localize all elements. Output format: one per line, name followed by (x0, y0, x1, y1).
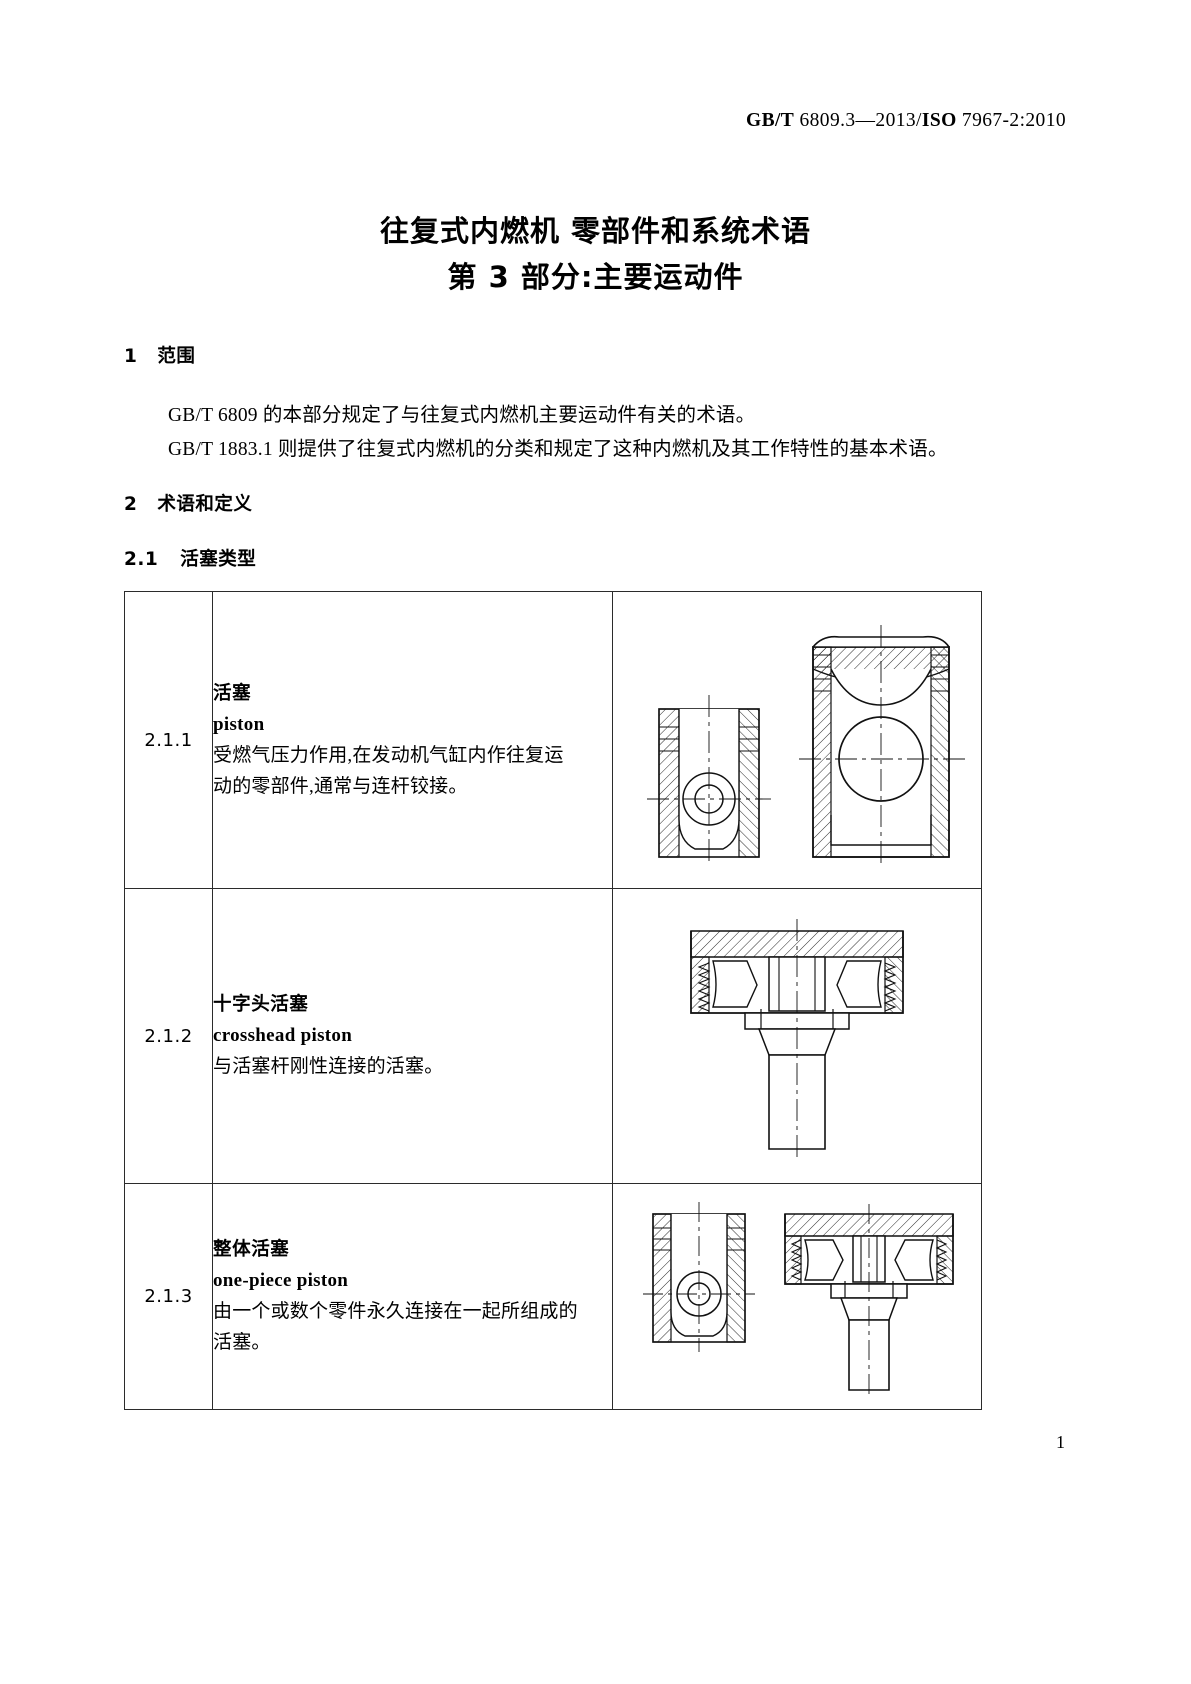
one-piece-piston-sectional-drawing-icon (613, 1194, 981, 1399)
term-chinese: 活塞 (213, 682, 252, 704)
figure-cell (612, 591, 982, 889)
section-number-2-1: 2.1 (124, 549, 159, 570)
running-header: GB/T 6809.3—2013/ISO 7967-2:2010 (746, 110, 1066, 132)
section-label-terms: 术语和定义 (157, 494, 253, 515)
term-definition-line-1: 与活塞杆刚性连接的活塞。 (213, 1056, 444, 1077)
term-definition-line-2: 活塞。 (213, 1332, 271, 1353)
section-heading-scope: 1 范围 (124, 342, 195, 368)
clause-number-cell: 2.1.1 (124, 591, 213, 889)
term-cell: 整体活塞 one-piece piston 由一个或数个零件永久连接在一起所组成… (212, 1183, 613, 1410)
clause-number: 2.1.3 (144, 1286, 193, 1307)
page-title: 往复式内燃机 零部件和系统术语 第 3 部分:主要运动件 (0, 208, 1191, 300)
clause-number-cell: 2.1.2 (124, 888, 213, 1184)
header-iso-number: 7967-2:2010 (956, 110, 1066, 131)
section-number-1: 1 (124, 346, 138, 367)
term-chinese: 整体活塞 (213, 1239, 290, 1260)
title-line-1: 往复式内燃机 零部件和系统术语 (379, 214, 812, 248)
header-standard-number: 6809.3—2013/ (794, 110, 922, 131)
figure-cell (612, 888, 982, 1184)
table-row: 2.1.1 活塞 piston 受燃气压力作用,在发动机气缸内作往复运 动的零部… (124, 591, 982, 889)
header-iso-prefix: ISO (921, 110, 957, 131)
term-english: one-piece piston (213, 1270, 349, 1291)
section-heading-terms: 2 术语和定义 (124, 490, 252, 516)
terminology-table: 2.1.1 活塞 piston 受燃气压力作用,在发动机气缸内作往复运 动的零部… (124, 591, 982, 1410)
table-row: 2.1.3 整体活塞 one-piece piston 由一个或数个零件永久连接… (124, 1183, 982, 1410)
section-label-piston-types: 活塞类型 (180, 549, 257, 570)
term-cell: 十字头活塞 crosshead piston 与活塞杆刚性连接的活塞。 (212, 888, 613, 1184)
term-cell: 活塞 piston 受燃气压力作用,在发动机气缸内作往复运 动的零部件,通常与连… (212, 591, 613, 889)
header-standard-prefix: GB/T (746, 110, 795, 131)
term-english: crosshead piston (213, 1025, 353, 1046)
term-english: piston (213, 713, 265, 735)
title-line-2: 第 3 部分:主要运动件 (447, 260, 744, 294)
crosshead-piston-sectional-drawing-icon (613, 905, 981, 1167)
clause-number: 2.1.2 (144, 1025, 193, 1047)
section-label-scope: 范围 (157, 346, 196, 367)
scope-paragraph-2: GB/T 1883.1 则提供了往复式内燃机的分类和规定了这种内燃机及其工作特性… (168, 439, 948, 460)
term-chinese: 十字头活塞 (213, 994, 309, 1015)
term-definition-line-1: 由一个或数个零件永久连接在一起所组成的 (213, 1301, 578, 1322)
term-definition-line-1: 受燃气压力作用,在发动机气缸内作往复运 (213, 744, 564, 766)
section-number-2: 2 (124, 494, 138, 515)
figure-cell (612, 1183, 982, 1410)
piston-sectional-drawing-icon (613, 609, 981, 871)
table-row: 2.1.2 十字头活塞 crosshead piston 与活塞杆刚性连接的活塞… (124, 888, 982, 1184)
clause-number: 2.1.1 (144, 729, 193, 751)
scope-paragraph-1: GB/T 6809 的本部分规定了与往复式内燃机主要运动件有关的术语。 (168, 405, 756, 426)
page-number: 1 (1056, 1432, 1065, 1452)
clause-number-cell: 2.1.3 (124, 1183, 213, 1410)
section-heading-piston-types: 2.1 活塞类型 (124, 545, 256, 571)
term-definition-line-2: 动的零部件,通常与连杆铰接。 (213, 775, 468, 797)
